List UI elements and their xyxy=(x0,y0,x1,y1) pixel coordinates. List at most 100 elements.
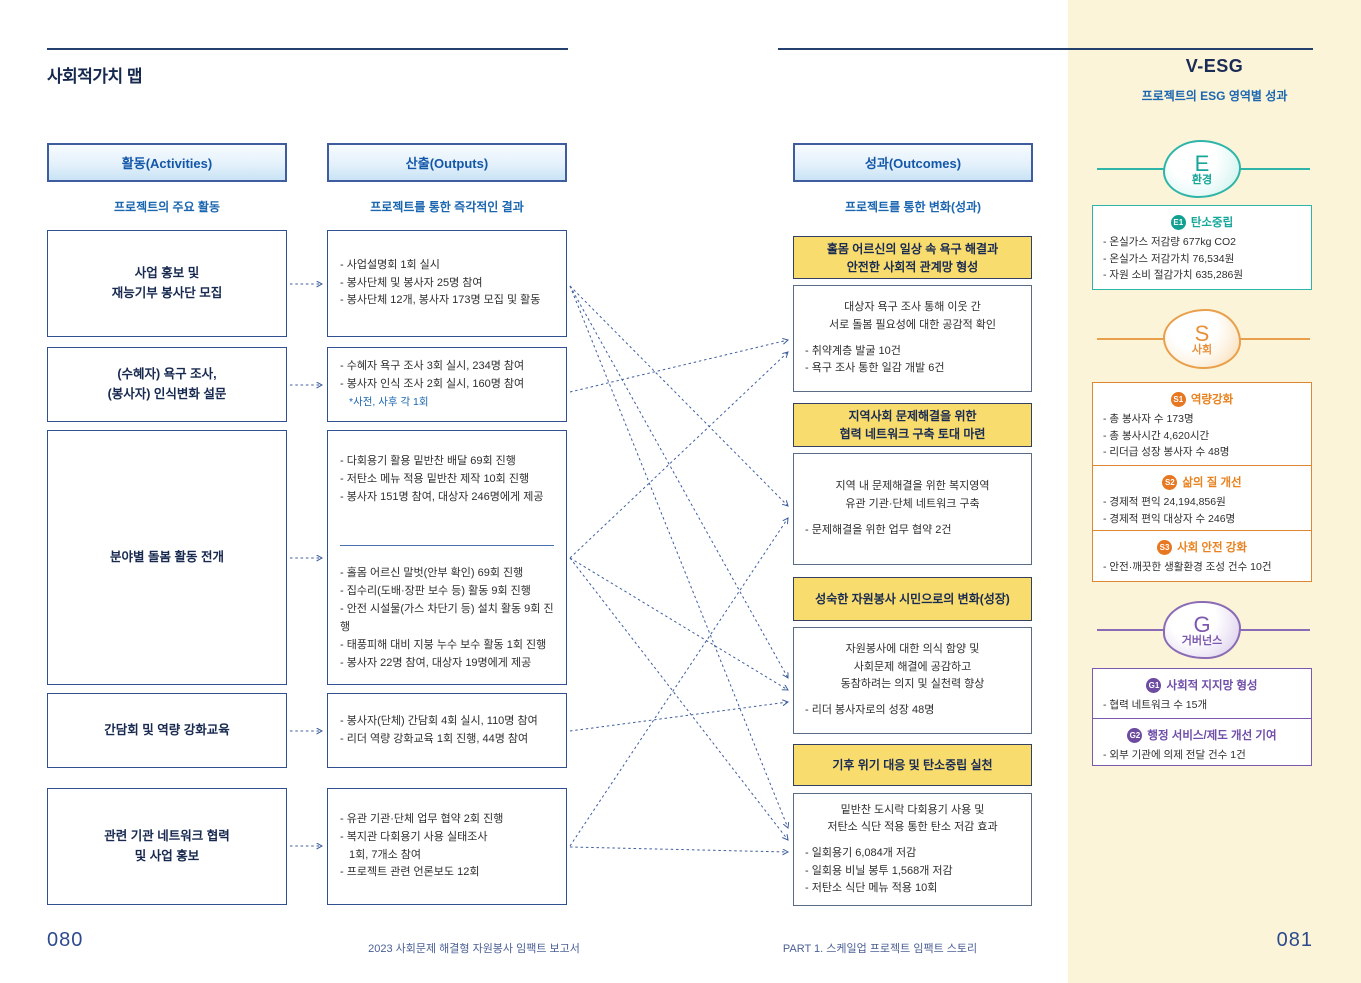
output-3-divider xyxy=(340,545,554,547)
esg-s1-item: - 리더급 성장 봉사자 수 48명 xyxy=(1103,446,1230,459)
esg-card-g1: G1 사회적 지지망 형성 - 협력 네트워크 수 15개 xyxy=(1092,668,1312,719)
output-3-item: - 다회용기 활용 밑반찬 배달 69회 진행 xyxy=(340,455,516,467)
activity-box-2: (수혜자) 욕구 조사, (봉사자) 인식변화 설문 xyxy=(47,347,287,422)
esg-g2-badge: G2 xyxy=(1127,727,1143,743)
esg-s1-title: 역량강화 xyxy=(1190,394,1234,406)
esg-g-label: 거버넌스 xyxy=(1181,634,1223,647)
output-4-item: - 봉사자(단체) 간담회 4회 실시, 110명 참여 xyxy=(340,714,538,727)
footer-caption-right: PART 1. 스케일업 프로젝트 임팩트 스토리 xyxy=(782,943,978,955)
esg-card-s3: S3 사회 안전 강화 - 안전·깨끗한 생활환경 조성 건수 10건 xyxy=(1092,530,1312,582)
esg-g2-title: 행정 서비스/제도 개선 기여 xyxy=(1147,730,1277,742)
outcome-4-bullet: - 일회용 비닐 봉투 1,568개 저감 xyxy=(805,864,953,877)
activity-box-5: 관련 기관 네트워크 협력 및 사업 홍보 xyxy=(47,788,287,905)
esg-g1-badge: G1 xyxy=(1146,677,1162,693)
esg-s-label: 사회 xyxy=(1191,343,1213,356)
esg-e1-badge: E1 xyxy=(1170,214,1186,230)
output-5-item: - 프로젝트 관련 언론보도 12회 xyxy=(340,866,480,879)
esg-g1-item: - 협력 네트워크 수 15개 xyxy=(1103,699,1208,711)
outcome-4-bullet: - 저탄소 식단 메뉴 적용 10회 xyxy=(805,882,938,895)
esg-g-letter: G xyxy=(1193,611,1211,637)
esg-e1-title: 탄소중립 xyxy=(1190,217,1234,229)
outcome-2-lead: 지역 내 문제해결을 위한 복지영역 xyxy=(835,480,990,493)
outcome-4-header-line: 기후 위기 대응 및 탄소중립 실천 xyxy=(832,758,993,772)
output-3-item: - 홀몸 어르신 말벗(안부 확인) 69회 진행 xyxy=(340,567,524,580)
outcome-header-2: 지역사회 문제해결을 위한 협력 네트워크 구축 토대 마련 xyxy=(793,403,1032,447)
footer-caption-left: 2023 사회문제 해결형 자원봉사 임팩트 보고서 xyxy=(368,943,580,955)
outcome-4-bullet: - 일회용기 6,084개 저감 xyxy=(805,847,917,860)
output-2-item: - 수혜자 욕구 조사 3회 실시, 234명 참여 xyxy=(340,360,525,373)
top-rule-left xyxy=(47,48,568,50)
activity-1-line-1: 사업 홍보 및 xyxy=(134,266,200,281)
outcome-3-lead: 사회문제 해결에 공감하고 xyxy=(853,660,972,673)
output-2-item: - 봉사자 인식 조사 2회 실시, 160명 참여 xyxy=(340,378,525,390)
output-box-3: - 다회용기 활용 밑반찬 배달 69회 진행 - 저탄소 메뉴 적용 밑반찬 … xyxy=(327,430,567,685)
esg-s-blob: S 사회 xyxy=(1163,309,1241,369)
outcome-header-1: 홀몸 어르신의 일상 속 욕구 해결과 안전한 사회적 관계망 형성 xyxy=(793,236,1032,279)
activity-5-line-2: 및 사업 홍보 xyxy=(134,848,200,863)
output-3-bottom-section: - 홀몸 어르신 말벗(안부 확인) 69회 진행 - 집수리(도배·장판 보수… xyxy=(340,565,554,672)
outcome-3-header-line: 성숙한 자원봉사 시민으로의 변화(성장) xyxy=(815,592,1010,606)
esg-g1-title: 사회적 지지망 형성 xyxy=(1166,680,1258,692)
outcome-1-header-line: 홀몸 어르신의 일상 속 욕구 해결과 xyxy=(826,241,999,256)
output-box-2: - 수혜자 욕구 조사 3회 실시, 234명 참여 - 봉사자 인식 조사 2… xyxy=(327,347,567,422)
esg-card-s2: S2 삶의 질 개선 - 경제적 편익 24,194,856원 - 경제적 편익… xyxy=(1092,465,1312,531)
output-3-item: - 봉사자 151명 참여, 대상자 246명에게 제공 xyxy=(340,490,544,503)
outcome-1-lead: 대상자 욕구 조사 통해 이웃 간 xyxy=(844,301,981,314)
activity-box-3: 분야별 돌봄 활동 전개 xyxy=(47,430,287,685)
output-1-item: - 사업설명회 1회 실시 xyxy=(340,258,440,271)
page-title: 사회적가치 맵 xyxy=(47,67,143,86)
output-box-1: - 사업설명회 1회 실시 - 봉사단체 및 봉사자 25명 참여 - 봉사단체… xyxy=(327,230,567,337)
output-box-4: - 봉사자(단체) 간담회 4회 실시, 110명 참여 - 리더 역량 강화교… xyxy=(327,693,567,768)
column-header-outputs: 산출(Outputs) xyxy=(327,143,567,182)
output-5-item: 1회, 7개소 참여 xyxy=(349,848,422,861)
esg-s1-item: - 총 봉사자 수 173명 xyxy=(1103,413,1194,425)
esg-s1-item: - 총 봉사시간 4,620시간 xyxy=(1103,429,1210,442)
outcome-2-bullet: - 문제해결을 위한 업무 협약 2건 xyxy=(805,524,952,537)
output-2-note: *사전, 사후 각 1회 xyxy=(349,395,429,408)
outcome-1-header-line: 안전한 사회적 관계망 형성 xyxy=(846,259,979,274)
output-3-item: - 태풍피해 대비 지붕 누수 보수 활동 1회 진행 xyxy=(340,638,547,651)
esg-s2-badge: S2 xyxy=(1162,474,1178,490)
esg-g-blob: G 거버넌스 xyxy=(1163,601,1241,659)
page-number-left: 080 xyxy=(47,929,84,951)
esg-s2-title: 삶의 질 개선 xyxy=(1182,477,1242,489)
output-4-item: - 리더 역량 강화교육 1회 진행, 44명 참여 xyxy=(340,732,529,745)
column-header-activities: 활동(Activities) xyxy=(47,143,287,182)
esg-card-g2: G2 행정 서비스/제도 개선 기여 - 외부 기관에 의제 전달 건수 1건 xyxy=(1092,718,1312,766)
outcome-3-bullet: - 리더 봉사자로의 성장 48명 xyxy=(805,704,935,717)
outcome-1-bullet: - 취약계층 발굴 10건 xyxy=(805,345,901,357)
outcome-2-header-line: 지역사회 문제해결을 위한 xyxy=(848,409,977,423)
outcome-header-3: 성숙한 자원봉사 시민으로의 변화(성장) xyxy=(793,577,1032,621)
outcome-3-lead: 자원봉사에 대한 의식 함양 및 xyxy=(845,643,980,656)
outcome-3-lead: 동참하려는 의지 및 실천력 향상 xyxy=(840,678,985,690)
esg-s1-badge: S1 xyxy=(1170,391,1186,407)
outcome-body-4: 밑반찬 도시락 다회용기 사용 및 저탄소 식단 적용 통한 탄소 저감 효과 … xyxy=(793,793,1032,906)
esg-s2-item: - 경제적 편익 24,194,856원 xyxy=(1103,496,1226,508)
output-3-top-section: - 다회용기 활용 밑반찬 배달 69회 진행 - 저탄소 메뉴 적용 밑반찬 … xyxy=(340,453,554,506)
output-3-item: - 집수리(도배·장판 보수 등) 활동 9회 진행 xyxy=(340,585,531,598)
esg-e-label: 환경 xyxy=(1191,173,1213,186)
activity-4-line-1: 간담회 및 역량 강화교육 xyxy=(104,722,230,737)
output-box-5: - 유관 기관·단체 업무 협약 2회 진행 - 복지관 다회용기 사용 실태조… xyxy=(327,788,567,905)
activity-2-line-2: (봉사자) 인식변화 설문 xyxy=(107,386,227,401)
output-1-item: - 봉사단체 및 봉사자 25명 참여 xyxy=(340,276,483,289)
column-subtitle-activities: 프로젝트의 주요 활동 xyxy=(113,200,221,214)
activity-box-4: 간담회 및 역량 강화교육 xyxy=(47,693,287,768)
esg-s2-item: - 경제적 편익 대상자 수 246명 xyxy=(1103,512,1236,525)
output-3-item: - 저탄소 메뉴 적용 밑반찬 제작 10회 진행 xyxy=(340,472,530,485)
outcome-body-1: 대상자 욕구 조사 통해 이웃 간 서로 돌봄 필요성에 대한 공감적 확인 -… xyxy=(793,285,1032,392)
esg-s-letter: S xyxy=(1194,320,1210,346)
outcome-4-lead: 저탄소 식단 적용 통한 탄소 저감 효과 xyxy=(827,820,998,833)
page-number-right: 081 xyxy=(1276,929,1313,951)
outcome-body-2: 지역 내 문제해결을 위한 복지영역 유관 기관·단체 네트워크 구축 - 문제… xyxy=(793,453,1032,565)
esg-card-s1: S1 역량강화 - 총 봉사자 수 173명 - 총 봉사시간 4,620시간 … xyxy=(1092,382,1312,466)
activity-box-1: 사업 홍보 및 재능기부 봉사단 모집 xyxy=(47,230,287,337)
outcome-header-4: 기후 위기 대응 및 탄소중립 실천 xyxy=(793,744,1032,786)
esg-card-e1: E1 탄소중립 - 온실가스 저감량 677kg CO2 - 온실가스 저감가치… xyxy=(1092,205,1312,290)
vesg-title: V-ESG xyxy=(1185,56,1244,76)
output-3-item: - 안전 시설물(가스 차단기 등) 설치 활동 9회 진행 xyxy=(340,603,554,633)
outcome-1-bullet: - 욕구 조사 통한 일감 개발 6건 xyxy=(805,362,945,375)
esg-e1-item: - 온실가스 저감가치 76,534원 xyxy=(1103,252,1235,265)
esg-e1-item: - 온실가스 저감량 677kg CO2 xyxy=(1103,236,1236,248)
output-5-item: - 복지관 다회용기 사용 실태조사 xyxy=(340,830,488,843)
